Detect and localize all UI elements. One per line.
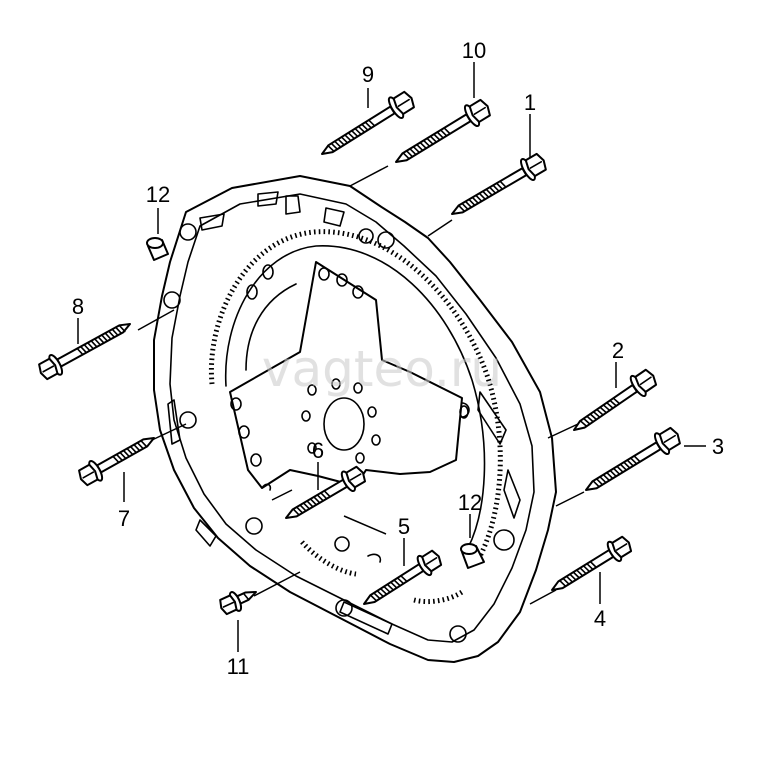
callout-label-11: 11 bbox=[227, 654, 250, 679]
bolt-10 bbox=[394, 98, 491, 164]
callout-labels: 1 2 3 4 5 6 7 8 9 10 11 12 12 bbox=[72, 38, 724, 679]
dowel-sleeve-upper bbox=[146, 237, 169, 261]
callout-label-7: 7 bbox=[118, 506, 130, 531]
callout-label-2: 2 bbox=[612, 338, 624, 363]
callout-label-6: 6 bbox=[312, 438, 324, 463]
ring-gear bbox=[208, 229, 503, 562]
bolt-8 bbox=[38, 323, 132, 381]
bolt-9 bbox=[321, 90, 415, 155]
callout-label-9: 9 bbox=[362, 62, 374, 87]
bolt-5 bbox=[363, 549, 443, 605]
callout-label-12-lower: 12 bbox=[458, 490, 482, 515]
sensor-wheel-detail bbox=[261, 483, 464, 605]
plate-inner-rim bbox=[169, 193, 535, 643]
flex-disc-hub bbox=[301, 378, 381, 464]
bolt-3 bbox=[584, 426, 681, 492]
callout-label-12-upper: 12 bbox=[146, 182, 170, 207]
bolt-2 bbox=[572, 368, 658, 432]
callout-label-4: 4 bbox=[594, 606, 606, 631]
callout-label-10: 10 bbox=[462, 38, 486, 63]
bolt-11 bbox=[219, 591, 257, 616]
bolt-6 bbox=[285, 465, 367, 519]
flex-disc-holes bbox=[230, 264, 469, 467]
flex-disc-arc bbox=[245, 283, 297, 371]
callout-label-3: 3 bbox=[712, 434, 724, 459]
callout-label-1: 1 bbox=[524, 90, 536, 115]
watermark: vagteo.ru bbox=[262, 340, 502, 398]
callout-label-5: 5 bbox=[398, 514, 410, 539]
callout-label-8: 8 bbox=[72, 294, 84, 319]
bolt-4 bbox=[550, 535, 633, 592]
leader-lines bbox=[77, 62, 706, 652]
bolt-1 bbox=[450, 152, 547, 216]
dowel-sleeve-lower bbox=[460, 543, 485, 569]
bolt-7 bbox=[78, 437, 155, 487]
intermediate-plate bbox=[153, 175, 557, 663]
